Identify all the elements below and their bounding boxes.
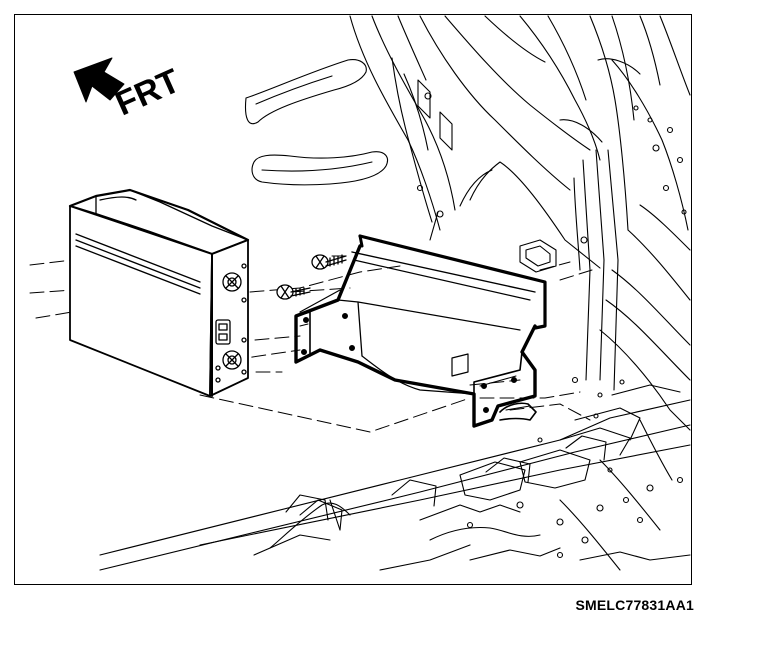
screw-upper [311, 254, 347, 270]
front-direction-label: FRT [110, 62, 186, 124]
screw-lower [276, 284, 311, 300]
alignment-leader-lines [29, 255, 593, 433]
mounting-bracket [294, 234, 547, 428]
front-direction-arrow [73, 57, 125, 103]
electronic-control-module [68, 188, 250, 397]
figure-reference-code: SMELC77831AA1 [575, 597, 694, 613]
mounting-screws [276, 254, 347, 300]
vehicle-body-panel [99, 15, 691, 571]
